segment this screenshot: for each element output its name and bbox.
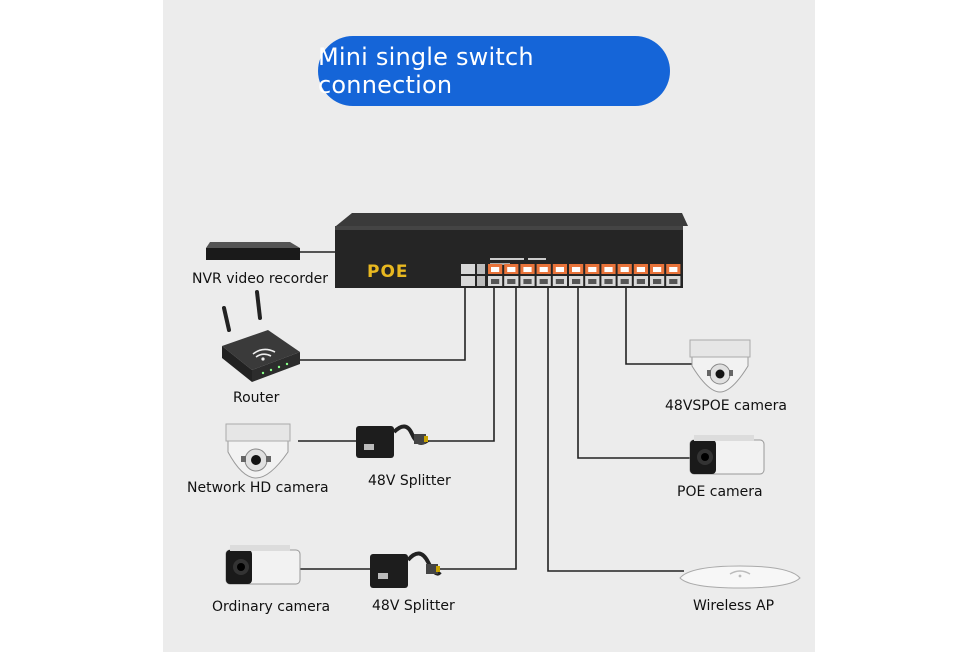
- poe-switch: [335, 213, 688, 288]
- line-hdcam: [298, 285, 495, 442]
- line-ap: [547, 285, 684, 572]
- switch-port-socket: [507, 279, 516, 284]
- switch-port-socket: [523, 267, 532, 272]
- page-title: Mini single switch connection: [318, 36, 670, 106]
- line-router: [300, 285, 466, 361]
- switch-port-socket: [669, 279, 678, 284]
- switch-port-socket: [588, 267, 597, 272]
- switch-port-socket: [555, 279, 564, 284]
- label-nvr: NVR video recorder: [192, 271, 329, 287]
- switch-port-socket: [539, 279, 548, 284]
- switch-port-socket: [636, 267, 645, 272]
- 48vspoe-camera-icon: [689, 339, 751, 393]
- switch-port-socket: [653, 279, 662, 284]
- switch-port-socket: [653, 267, 662, 272]
- switch-port-socket: [523, 279, 532, 284]
- splitter-icon-2: [370, 551, 442, 588]
- switch-port-socket: [555, 267, 564, 272]
- wireless-ap-icon: [679, 565, 801, 589]
- router-icon: [222, 290, 300, 382]
- label-network-hd-camera: Network HD camera: [187, 480, 329, 496]
- switch-port-socket: [604, 267, 613, 272]
- switch-port-socket: [491, 267, 500, 272]
- switch-port-socket: [620, 267, 629, 272]
- label-wireless-ap: Wireless AP: [693, 598, 775, 614]
- nvr-recorder-icon: [206, 242, 300, 260]
- label-router: Router: [233, 390, 280, 406]
- switch-port-socket: [539, 267, 548, 272]
- switch-port-socket: [669, 267, 678, 272]
- line-poecam: [577, 285, 690, 459]
- poe-camera-icon: [689, 435, 765, 475]
- label-poe-camera: POE camera: [677, 484, 763, 500]
- ordinary-camera-icon: [225, 545, 301, 585]
- switch-port-socket: [491, 279, 500, 284]
- diagram-background: [163, 0, 815, 652]
- line-ordinary: [300, 285, 517, 570]
- switch-port-socket: [604, 279, 613, 284]
- switch-port-socket: [572, 267, 581, 272]
- splitter-icon-1: [356, 424, 430, 458]
- label-splitter-1: 48V Splitter: [368, 473, 451, 489]
- label-ordinary-camera: Ordinary camera: [212, 599, 331, 615]
- line-48vcam: [625, 285, 692, 365]
- switch-port-socket: [507, 267, 516, 272]
- poe-brand-label: POE: [367, 262, 409, 282]
- switch-port-socket: [588, 279, 597, 284]
- switch-port-socket: [636, 279, 645, 284]
- switch-port-socket: [620, 279, 629, 284]
- network-hd-camera-icon: [225, 423, 291, 479]
- label-48vspoe-camera: 48VSPOE camera: [665, 398, 787, 414]
- switch-port-socket: [572, 279, 581, 284]
- label-splitter-2: 48V Splitter: [372, 598, 455, 614]
